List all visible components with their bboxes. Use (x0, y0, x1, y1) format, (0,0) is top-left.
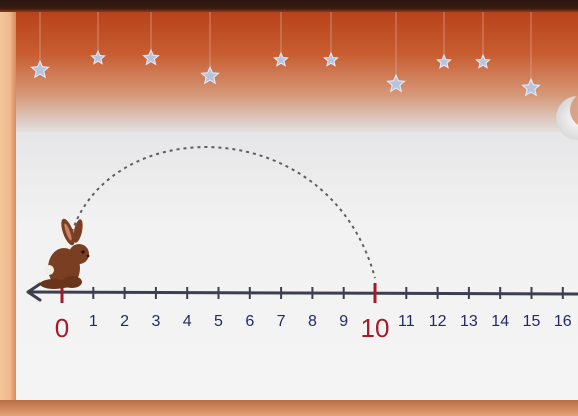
star-icon (475, 53, 491, 69)
label-10: 10 (361, 313, 390, 343)
sky-banner (16, 12, 578, 132)
label-12: 12 (429, 313, 447, 330)
label-0: 0 (55, 313, 69, 343)
jump-arc (71, 146, 376, 279)
star-decorations (30, 12, 541, 97)
star-icon (521, 77, 541, 97)
frame-left-edge (0, 0, 16, 416)
number-line-ticks (60, 283, 564, 303)
moon-icon (556, 95, 578, 140)
frame-bottom-edge (0, 400, 578, 416)
number-line-axis (29, 290, 578, 296)
label-5: 5 (214, 313, 223, 330)
star-icon (142, 48, 160, 66)
label-1: 1 (89, 313, 98, 330)
label-4: 4 (183, 313, 192, 330)
left-arrow-icon (26, 282, 42, 302)
star-icon (90, 49, 106, 65)
whiteboard-area (16, 132, 578, 400)
star-icon (273, 51, 289, 67)
label-13: 13 (460, 313, 478, 330)
label-7: 7 (277, 313, 286, 330)
label-11: 11 (398, 313, 415, 330)
label-16: 16 (554, 313, 572, 330)
star-icon (200, 65, 220, 85)
star-icon (436, 53, 452, 69)
label-2: 2 (120, 313, 129, 330)
rabbit-icon (40, 218, 90, 289)
label-3: 3 (151, 313, 160, 330)
star-icon (323, 51, 339, 67)
label-9: 9 (339, 313, 348, 330)
label-15: 15 (523, 313, 541, 330)
screen-top-bezel (0, 0, 578, 12)
label-6: 6 (245, 313, 254, 330)
star-icon (386, 73, 406, 93)
label-8: 8 (308, 313, 317, 330)
label-14: 14 (491, 313, 509, 330)
star-icon (30, 59, 50, 79)
